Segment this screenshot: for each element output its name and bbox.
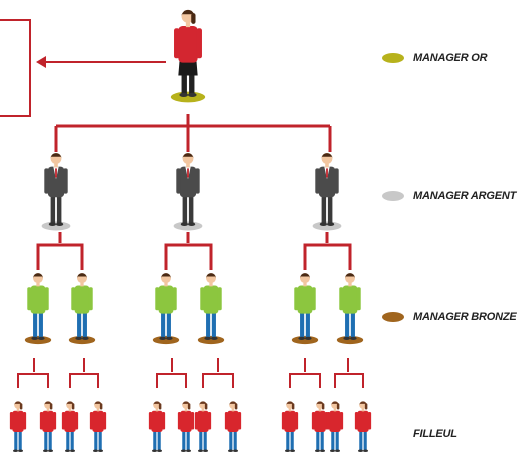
legend-item-gold: MANAGER OR (382, 48, 488, 68)
legend-item-filleul: FILLEUL (413, 424, 457, 444)
legend-label-filleul: FILLEUL (413, 428, 457, 440)
manager-silver-figure-3 (312, 153, 342, 231)
filleul-figure-8 (224, 401, 242, 452)
manager-bronze-figure-6 (336, 273, 364, 345)
connector-bronze-to-filleul (17, 358, 364, 388)
legend-swatch-silver (382, 191, 404, 201)
filleul-figure-3 (61, 401, 79, 452)
filleul-figure-2 (39, 401, 57, 452)
filleul-figure-12 (354, 401, 372, 452)
arrow-to-info-box (36, 56, 166, 68)
manager-bronze-figure-5 (291, 273, 319, 345)
filleul-figure-11 (326, 401, 344, 452)
legend-label-bronze: MANAGER BRONZE (413, 311, 517, 323)
manager-bronze-figure-1 (24, 273, 52, 345)
people-layer (9, 9, 372, 452)
legend-label-silver: MANAGER ARGENT (413, 190, 517, 202)
legend-swatch-gold (382, 53, 404, 63)
legend-item-bronze: MANAGER BRONZE (382, 307, 517, 327)
manager-silver-figure-2 (173, 153, 203, 231)
legend-label-gold: MANAGER OR (413, 52, 488, 64)
manager-gold-figure (170, 9, 206, 103)
info-box-frame (0, 19, 31, 117)
filleul-figure-4 (89, 401, 107, 452)
connector-gold-to-silver (54, 114, 332, 152)
manager-bronze-figure-4 (197, 273, 225, 345)
filleul-figure-10 (311, 401, 329, 452)
manager-silver-figure-1 (41, 153, 71, 231)
filleul-figure-7 (194, 401, 212, 452)
filleul-figure-1 (9, 401, 27, 452)
manager-bronze-figure-3 (152, 273, 180, 345)
info-box (0, 19, 31, 117)
legend-item-silver: MANAGER ARGENT (382, 186, 516, 206)
connector-silver-to-bronze (36, 232, 352, 270)
manager-bronze-figure-2 (68, 273, 96, 345)
filleul-figure-6 (177, 401, 195, 452)
legend-swatch-bronze (382, 312, 404, 322)
filleul-figure-5 (148, 401, 166, 452)
filleul-figure-9 (281, 401, 299, 452)
